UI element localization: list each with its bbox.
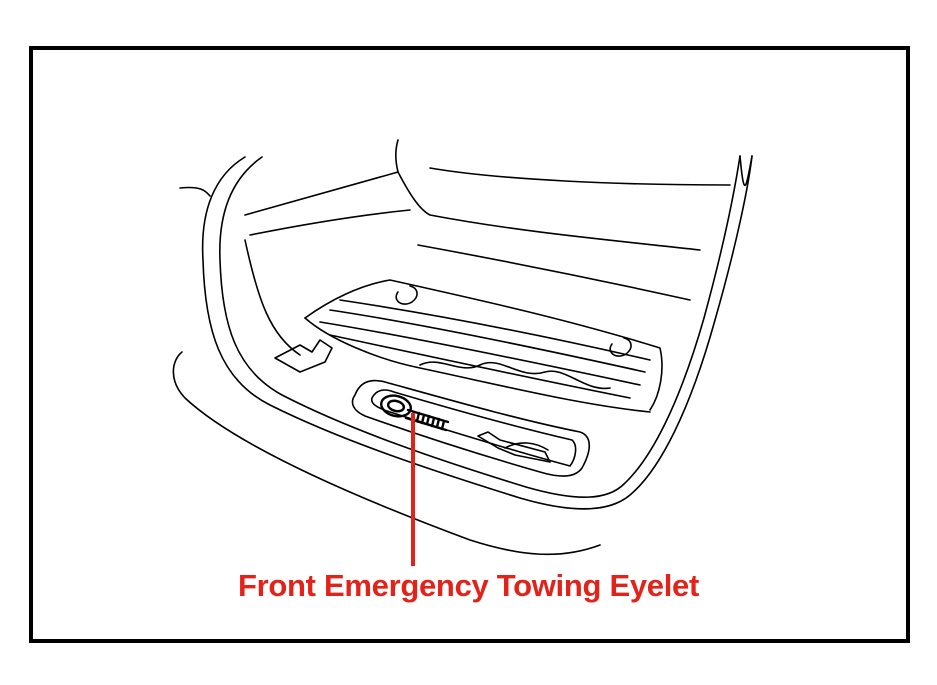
tool-tray-groove-2 [329, 309, 646, 373]
tray-bracket [274, 339, 333, 373]
tool-tray-groove-1 [319, 321, 641, 386]
trunk-floor-rear [249, 209, 411, 236]
eyelet-label: Front Emergency Towing Eyelet [238, 568, 699, 603]
compartment-divider-2 [504, 442, 549, 451]
trunk-opening-lip [739, 155, 753, 187]
trunk-back-panel-top [429, 167, 731, 186]
trunk-opening-outer [201, 155, 753, 510]
trunk-upper-edge [394, 139, 399, 173]
tool-tray-wave [419, 361, 611, 390]
body-panel-left [179, 186, 211, 197]
tool-tray-bottom [304, 317, 651, 413]
tool-tray-top [304, 279, 663, 411]
body-panel-left-lower [172, 351, 601, 556]
trunk-floor-line [417, 244, 691, 301]
trunk-back-wall [244, 171, 399, 216]
diagram-border [29, 46, 910, 643]
compartment-divider [477, 431, 551, 463]
trunk-side-left [244, 239, 301, 356]
trunk-opening-inner [219, 155, 741, 498]
tool-tray-groove-4 [329, 334, 631, 399]
compartment-rim-inner [370, 389, 577, 467]
compartment-rim-outer [351, 379, 591, 477]
tool-tray-hook-left [395, 285, 418, 305]
trunk-back-panel [397, 171, 701, 251]
tool-tray-hook-right [609, 337, 632, 357]
tool-tray-groove-3 [339, 299, 651, 361]
